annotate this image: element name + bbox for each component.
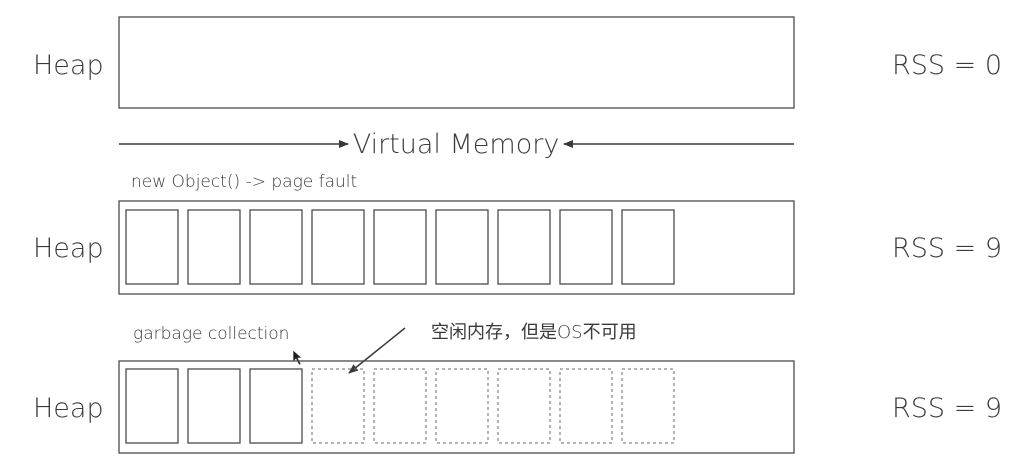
mouse-cursor-icon [292, 349, 303, 366]
used-page [311, 209, 365, 285]
free-memory-arrow [348, 327, 406, 374]
free-page [621, 368, 675, 444]
heap-label-3: Heap [33, 393, 104, 424]
used-page [559, 209, 613, 285]
free-page [559, 368, 613, 444]
free-page [435, 368, 489, 444]
virtual-memory-label: Virtual Memory [353, 129, 560, 160]
used-page [497, 209, 551, 285]
page-fault-caption: new Object() -> page fault [131, 172, 357, 192]
heap-box-1 [118, 16, 795, 109]
rss-label-2: RSS = 9 [892, 233, 1002, 264]
used-page [125, 368, 179, 444]
used-page [187, 209, 241, 285]
heap-box-2 [118, 200, 795, 295]
used-page [373, 209, 427, 285]
heap-label-1: Heap [33, 50, 104, 81]
heap-pages-row-3 [125, 368, 675, 444]
used-page [125, 209, 179, 285]
garbage-collection-caption: garbage collection [133, 324, 289, 344]
free-page [497, 368, 551, 444]
used-page [249, 209, 303, 285]
used-page [249, 368, 303, 444]
used-page [621, 209, 675, 285]
rss-label-3: RSS = 9 [892, 393, 1002, 424]
rss-label-1: RSS = 0 [892, 50, 1002, 81]
heap-label-2: Heap [33, 233, 104, 264]
used-page [435, 209, 489, 285]
free-page [311, 368, 365, 444]
free-page [373, 368, 427, 444]
used-page [187, 368, 241, 444]
heap-box-3 [118, 360, 795, 454]
heap-pages-row-2 [125, 209, 675, 285]
free-memory-note: 空闲内存，但是OS不可用 [431, 322, 637, 343]
